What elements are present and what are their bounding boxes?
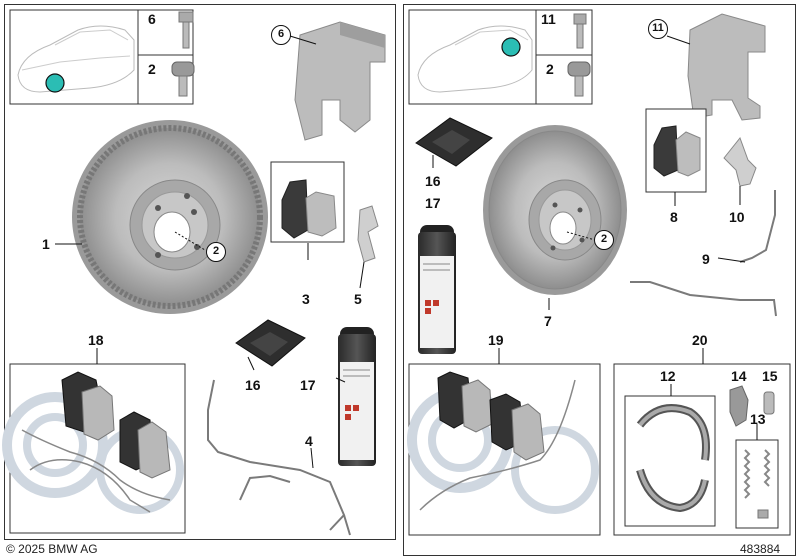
- callout-3: 3: [302, 291, 310, 307]
- spray-can-icon: [338, 327, 376, 466]
- bolt-icon: [178, 11, 194, 49]
- brake-disc-icon: [483, 125, 627, 295]
- right-vehicle-inset: [408, 9, 593, 105]
- spring-clip-icon: [357, 205, 379, 263]
- inset-callout-2: 2: [546, 61, 554, 77]
- callout-16: 16: [245, 377, 261, 393]
- circled-callout-11: 11: [648, 19, 668, 39]
- diagram-id: 483884: [740, 542, 781, 556]
- callout-13: 13: [750, 411, 766, 427]
- spring-clip-icon: [723, 136, 757, 187]
- inset-callout-2: 2: [148, 61, 156, 77]
- callout-20: 20: [692, 332, 708, 348]
- leader-lines: [55, 35, 758, 469]
- kit-18-box: [2, 363, 186, 534]
- circled-callout-6: 6: [271, 25, 291, 45]
- callout-10: 10: [729, 209, 745, 225]
- circled-callout-2: 2: [594, 230, 614, 250]
- brake-pads-icon: [270, 161, 345, 243]
- screw-icon: [567, 61, 591, 97]
- brake-pads-icon: [645, 108, 707, 193]
- spray-can-icon: [418, 225, 456, 354]
- callout-4: 4: [305, 433, 313, 449]
- callout-9: 9: [702, 251, 710, 267]
- callout-1: 1: [42, 236, 50, 252]
- callout-8: 8: [670, 209, 678, 225]
- brake-disc-icon: [72, 120, 268, 314]
- callout-12: 12: [660, 368, 676, 384]
- caliper-carrier-icon: [687, 13, 766, 121]
- callout-15: 15: [762, 368, 778, 384]
- right-wheel-marker: [501, 37, 521, 57]
- callout-17: 17: [425, 195, 441, 211]
- callout-14: 14: [731, 368, 747, 384]
- inset-callout-6: 6: [148, 11, 156, 27]
- wear-sensor-icon: [630, 190, 777, 317]
- callout-16: 16: [425, 173, 441, 189]
- callout-18: 18: [88, 332, 104, 348]
- wear-sensor-icon: [207, 379, 351, 536]
- kit-19-box: [407, 363, 601, 536]
- grease-packet-icon: [415, 117, 493, 167]
- caliper-carrier-icon: [294, 21, 386, 141]
- grease-packet-icon: [235, 319, 306, 367]
- left-vehicle-inset: [9, 9, 194, 105]
- copyright-text: © 2025 BMW AG: [6, 542, 98, 556]
- kit-20-box: [613, 363, 791, 536]
- left-wheel-marker: [45, 73, 65, 93]
- callout-7: 7: [544, 313, 552, 329]
- callout-17: 17: [300, 377, 316, 393]
- circled-callout-2: 2: [206, 242, 226, 262]
- bolt-icon: [573, 13, 587, 49]
- inset-callout-11: 11: [541, 11, 556, 27]
- callout-19: 19: [488, 332, 504, 348]
- callout-5: 5: [354, 291, 362, 307]
- screw-icon: [171, 61, 195, 97]
